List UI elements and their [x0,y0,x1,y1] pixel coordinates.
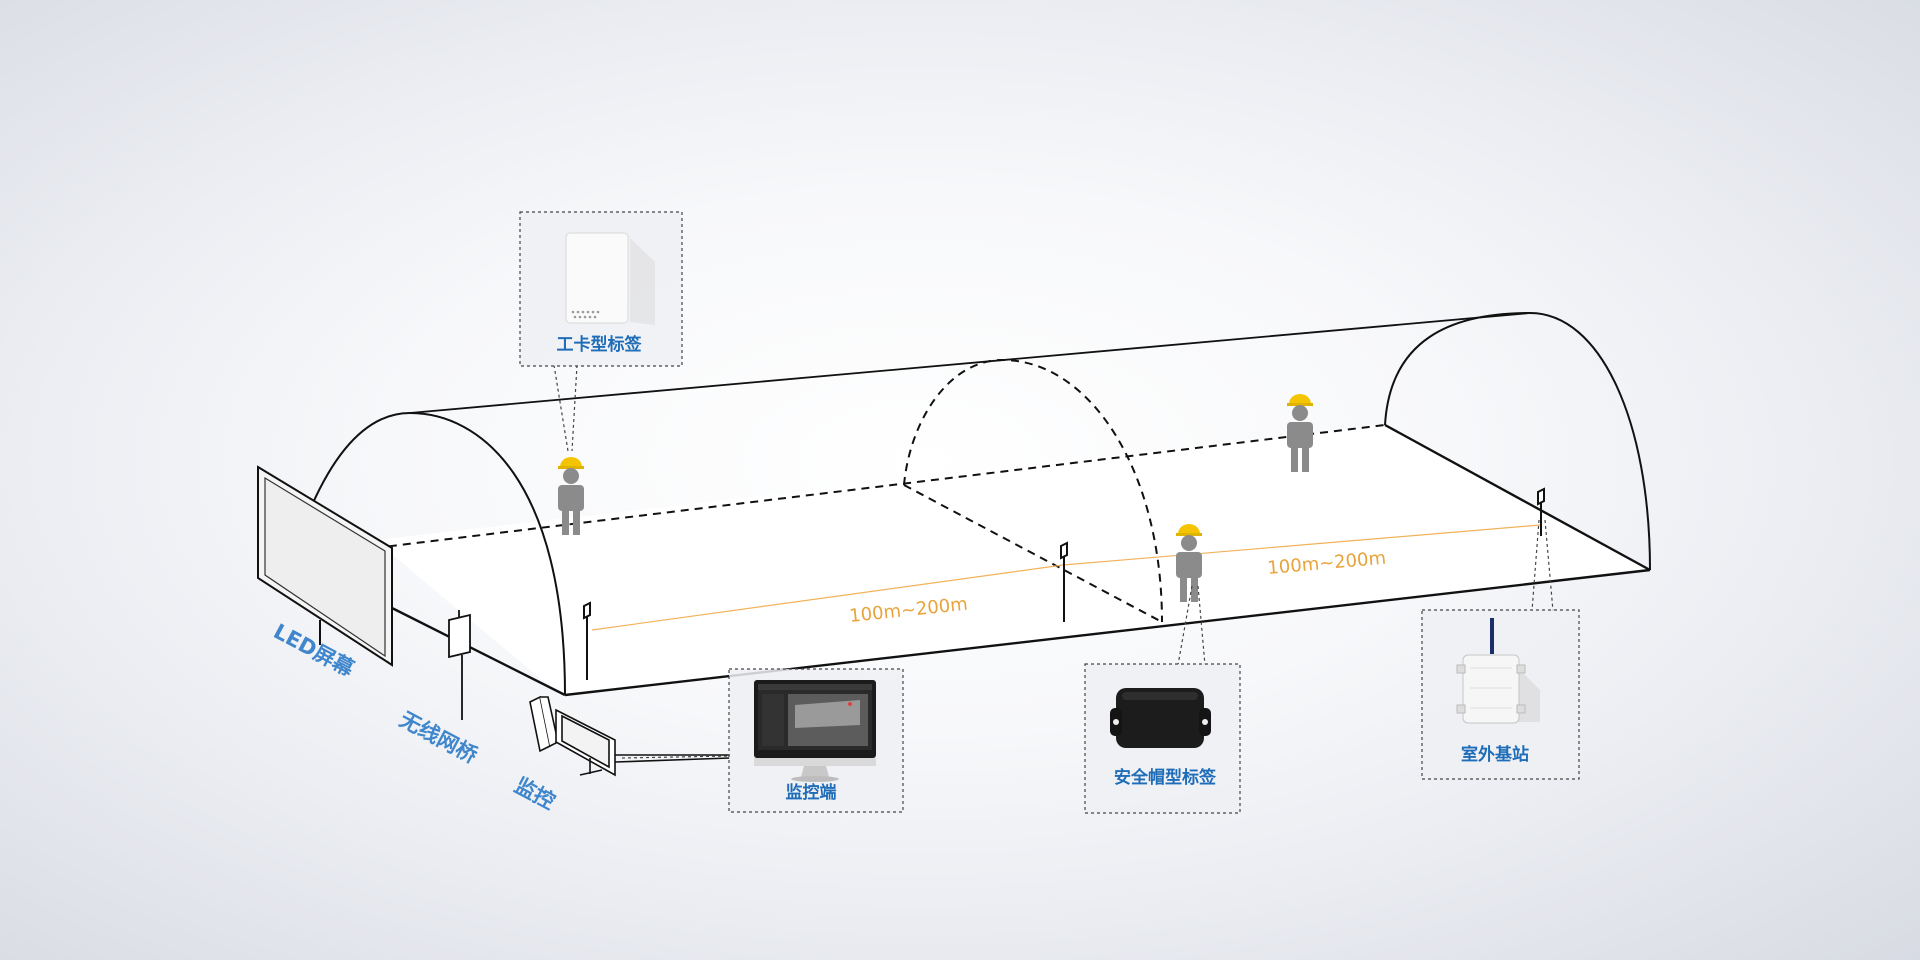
worker-figure-3 [1176,524,1202,602]
tunnel-floor [375,425,1650,695]
distance-line-1 [591,564,1064,631]
base-station-device [1456,618,1540,724]
tunnel-entrance-edge [389,605,566,697]
tunnel-middle-divider [903,484,1163,623]
worker-figure-1 [558,457,584,535]
anchor-pole-2 [1060,541,1068,622]
led-screen [257,465,393,667]
monitor-terminal-label: 监控端 [786,782,837,803]
tunnel-middle-arch [903,358,1163,623]
tunnel-back-arch [1384,311,1651,571]
tunnel-front-arch [311,411,566,696]
callout-outdoor-base-station: 室外基站 [1421,519,1580,780]
distance-line-2 [1062,524,1541,566]
monitor-terminal-device [754,680,876,782]
monitoring-label: 监控 [511,773,559,814]
callout-helmet-tag: 安全帽型标签 [1084,585,1241,814]
anchor-pole-1 [583,601,591,680]
worker-figure-2 [1287,394,1313,472]
helmet-tag-device [1110,688,1211,748]
tunnel-end-floor-edge [1384,423,1651,572]
work-card-tag-device [565,232,655,325]
wireless-bridge-label: 无线网桥 [396,707,482,768]
anchor-pole-3 [1537,487,1545,536]
wireless-bridge-device [448,610,471,720]
tunnel-back-floor-line [374,424,1386,549]
work-card-tag-label: 工卡型标签 [557,334,643,355]
helmet-tag-label: 安全帽型标签 [1114,767,1217,788]
callout-work-card-tag: 工卡型标签 [519,211,683,452]
anchor-poles [583,487,1545,680]
workers [558,394,1313,602]
tunnel-structure [311,311,1651,697]
callout-monitor-terminal: 监控端 [621,668,904,813]
outdoor-base-station-label: 室外基站 [1461,744,1529,765]
tunnel-ridge-line [409,312,1531,414]
monitoring-devices [529,695,731,777]
